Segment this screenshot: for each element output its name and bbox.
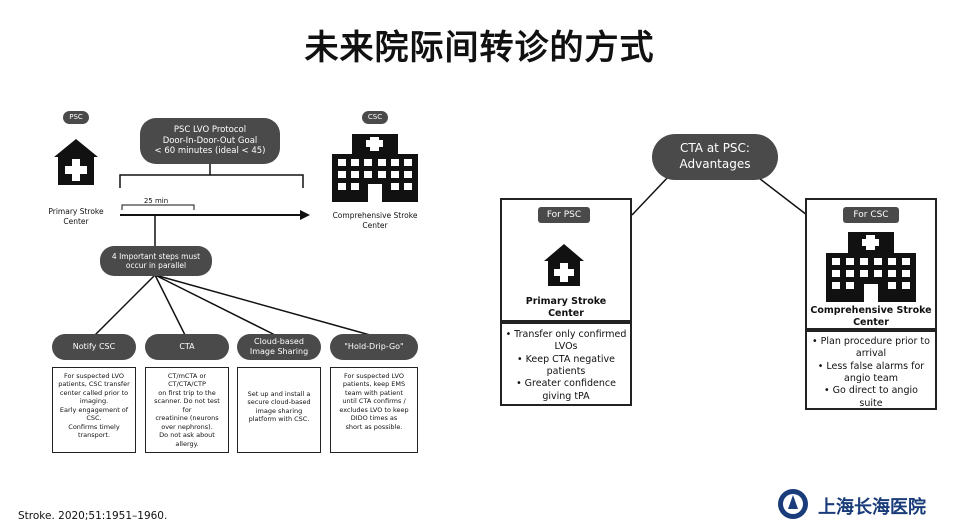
hold-drip-go-pill: "Hold-Drip-Go" bbox=[330, 334, 418, 360]
slide-title: 未来院际间转诊的方式 bbox=[304, 28, 655, 68]
notify-csc-pill: Notify CSC bbox=[52, 334, 136, 360]
25-min-label: 25 min bbox=[143, 197, 169, 205]
csc-label: Comprehensive Stroke Center bbox=[332, 211, 418, 230]
protocol-pill: PSC LVO Protocol Door-In-Door-Out Goal <… bbox=[140, 118, 280, 164]
cta-advantages-pill: CTA at PSC: Advantages bbox=[652, 134, 778, 180]
hospital-logo-icon bbox=[778, 489, 808, 519]
comprehensive-stroke-center-icon bbox=[826, 232, 916, 302]
csc-name: Comprehensive Stroke Center bbox=[810, 305, 932, 328]
cloud-image-sharing-pill: Cloud-based Image Sharing bbox=[237, 334, 321, 360]
csc-tag: CSC bbox=[362, 111, 388, 124]
csc-bullets-box: • Plan procedure prior to arrival • Less… bbox=[805, 330, 937, 410]
psc-bullets-box: • Transfer only confirmed LVOs • Keep CT… bbox=[500, 322, 632, 406]
primary-stroke-center-icon bbox=[54, 139, 98, 185]
hospital-name: 上海长海医院 bbox=[818, 497, 926, 518]
psc-label: Primary Stroke Center bbox=[48, 207, 104, 226]
psc-name: Primary Stroke Center bbox=[525, 296, 607, 319]
for-csc-tag: For CSC bbox=[843, 207, 899, 223]
citation: Stroke. 2020;51:1951–1960. bbox=[18, 510, 168, 522]
for-psc-tag: For PSC bbox=[538, 207, 590, 223]
psc-tag: PSC bbox=[63, 111, 89, 124]
primary-stroke-center-icon bbox=[544, 244, 584, 286]
cta-pill: CTA bbox=[145, 334, 229, 360]
comprehensive-stroke-center-icon bbox=[332, 134, 418, 202]
steps-pill: 4 Important steps must occur in parallel bbox=[100, 246, 212, 276]
